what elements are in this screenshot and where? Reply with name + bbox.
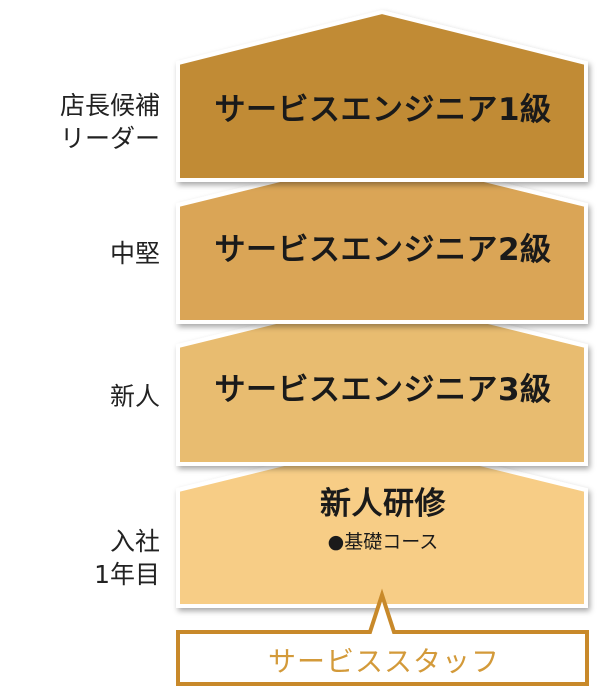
level-3-title: サービスエンジニア3級 [214, 372, 552, 408]
side-label-line: 入社 [109, 527, 160, 556]
side-label-line: リーダー [59, 124, 160, 153]
side-label-first-year: 入社 1年目 [36, 525, 160, 591]
level-1-engineer-grade-1-shape [176, 9, 588, 182]
service-staff-label: サービススタッフ [267, 645, 500, 678]
side-label-line: 1年目 [94, 560, 160, 589]
level-1-title: サービスエンジニア1級 [214, 92, 552, 128]
side-label-mid-level: 中堅 [36, 237, 160, 270]
service-staff-callout-frame [176, 588, 589, 686]
level-2-title: サービスエンジニア2級 [214, 232, 552, 268]
level-4-subtitle: ●基礎コース [327, 531, 439, 553]
side-label-new-staff: 新人 [36, 380, 160, 413]
level-4-title: 新人研修 [320, 486, 446, 522]
side-label-line: 店長候補 [59, 91, 160, 120]
side-label-store-manager-candidate: 店長候補 リーダー [36, 89, 160, 155]
side-label-line: 新人 [109, 382, 160, 411]
side-label-line: 中堅 [109, 239, 160, 268]
